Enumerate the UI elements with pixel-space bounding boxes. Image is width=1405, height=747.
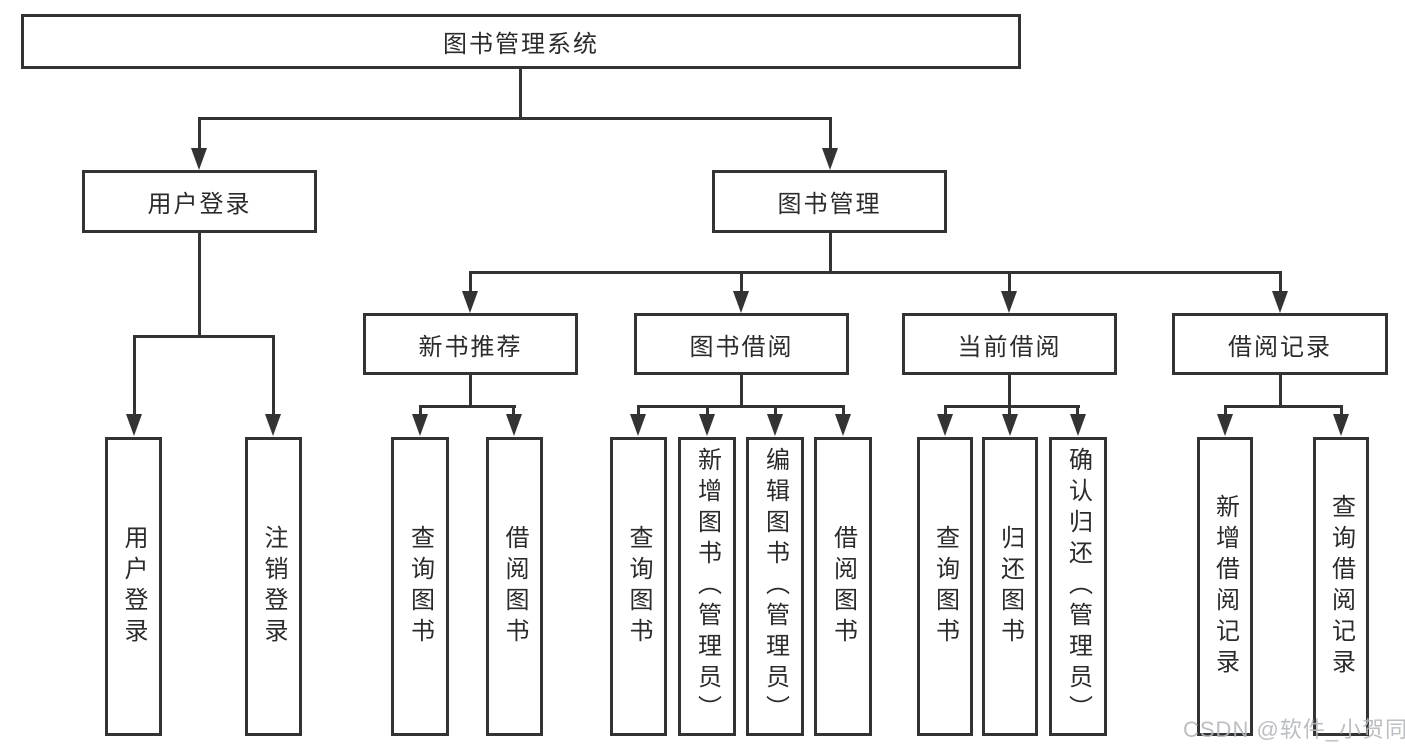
leaf-query-borrow-record: 查询借阅记录 xyxy=(1313,437,1369,736)
leaf-borrow-books-recommend: 借阅图书 xyxy=(486,437,543,736)
leaf-return-books: 归还图书 xyxy=(982,437,1038,736)
arrowhead-down-icon xyxy=(767,414,783,436)
connector xyxy=(469,271,1282,274)
node-library-management-system: 图书管理系统 xyxy=(21,14,1021,69)
arrowhead-down-icon xyxy=(1272,291,1288,313)
connector xyxy=(842,405,845,417)
arrowhead-down-icon xyxy=(835,414,851,436)
arrowhead-down-icon xyxy=(699,414,715,436)
connector xyxy=(740,271,743,293)
leaf-query-books-borrowing: 查询图书 xyxy=(610,437,667,736)
connector xyxy=(1008,405,1011,417)
connector xyxy=(1340,405,1343,417)
arrowhead-down-icon xyxy=(126,414,142,436)
connector xyxy=(469,375,472,407)
connector xyxy=(637,405,844,408)
leaf-add-books-admin: 新增图书（管理员） xyxy=(678,437,736,736)
arrowhead-down-icon xyxy=(630,414,646,436)
arrowhead-down-icon xyxy=(462,291,478,313)
arrowhead-down-icon xyxy=(412,414,428,436)
arrowhead-down-icon xyxy=(1217,414,1233,436)
connector xyxy=(198,233,201,337)
connector xyxy=(944,405,1080,408)
connector xyxy=(829,233,832,273)
node-book-management: 图书管理 xyxy=(712,170,947,233)
arrowhead-down-icon xyxy=(1001,291,1017,313)
leaf-edit-books-admin: 编辑图书（管理员） xyxy=(746,437,804,736)
arrowhead-down-icon xyxy=(733,291,749,313)
leaf-user-login: 用户登录 xyxy=(105,437,162,736)
connector xyxy=(1076,405,1079,417)
connector xyxy=(706,405,709,417)
node-new-book-recommend: 新书推荐 xyxy=(363,313,578,375)
leaf-add-borrow-record: 新增借阅记录 xyxy=(1197,437,1253,736)
connector xyxy=(1279,271,1282,293)
connector xyxy=(512,405,515,417)
connector xyxy=(829,117,832,151)
leaf-confirm-return-admin: 确认归还（管理员） xyxy=(1049,437,1107,736)
connector xyxy=(1008,375,1011,407)
leaf-query-books-current: 查询图书 xyxy=(917,437,973,736)
leaf-logout-login: 注销登录 xyxy=(245,437,302,736)
arrowhead-down-icon xyxy=(265,414,281,436)
node-book-borrowing: 图书借阅 xyxy=(634,313,849,375)
connector xyxy=(1008,271,1011,293)
arrowhead-down-icon xyxy=(1070,414,1086,436)
connector xyxy=(469,271,472,293)
arrowhead-down-icon xyxy=(191,148,207,170)
arrowhead-down-icon xyxy=(822,148,838,170)
connector xyxy=(198,117,832,120)
node-current-borrowing: 当前借阅 xyxy=(902,313,1117,375)
csdn-watermark: CSDN @软件_小贺同学 xyxy=(1183,717,1405,742)
arrowhead-down-icon xyxy=(1333,414,1349,436)
node-user-login: 用户登录 xyxy=(82,170,317,233)
connector xyxy=(1279,375,1282,407)
connector xyxy=(133,335,136,416)
arrowhead-down-icon xyxy=(1002,414,1018,436)
connector xyxy=(419,405,422,417)
connector xyxy=(637,405,640,417)
connector xyxy=(740,375,743,407)
arrowhead-down-icon xyxy=(506,414,522,436)
leaf-query-books-recommend: 查询图书 xyxy=(391,437,449,736)
arrowhead-down-icon xyxy=(937,414,953,436)
connector xyxy=(133,335,275,338)
connector xyxy=(419,405,516,408)
connector xyxy=(1224,405,1227,417)
connector xyxy=(272,335,275,416)
leaf-borrow-books-borrowing: 借阅图书 xyxy=(814,437,872,736)
connector xyxy=(944,405,947,417)
connector xyxy=(519,69,522,119)
connector xyxy=(198,117,201,151)
connector xyxy=(774,405,777,417)
connector xyxy=(1224,405,1342,408)
node-borrow-records: 借阅记录 xyxy=(1172,313,1388,375)
